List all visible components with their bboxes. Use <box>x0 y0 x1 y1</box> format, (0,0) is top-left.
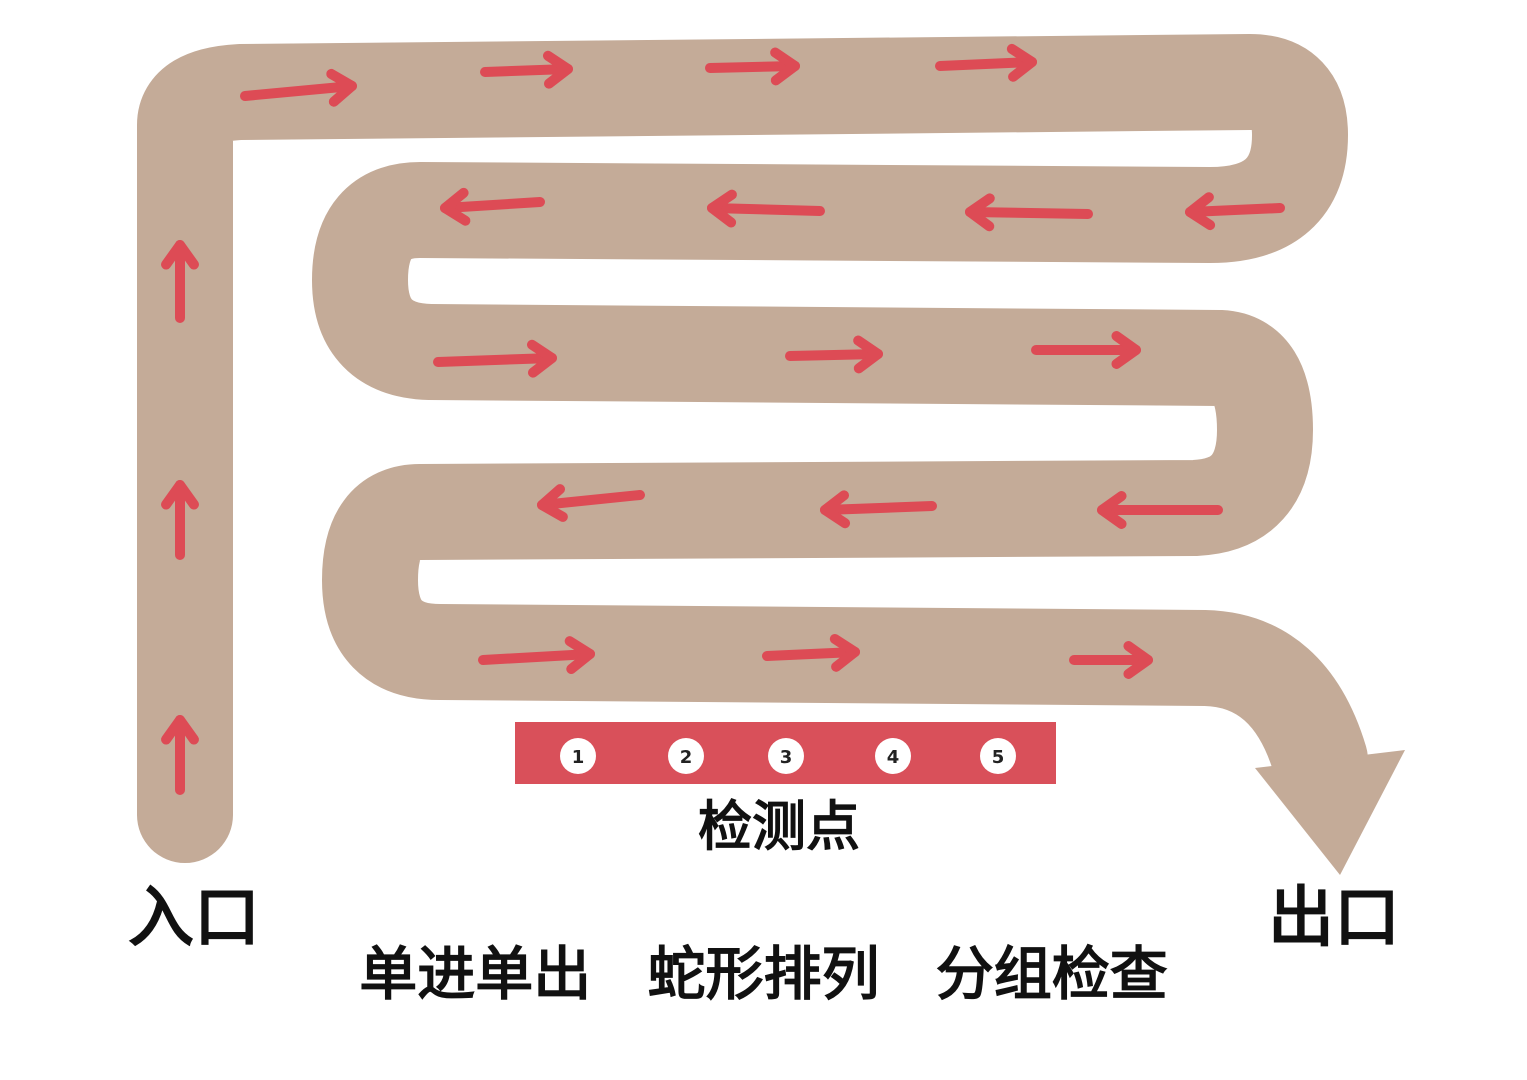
direction-arrow <box>440 187 545 226</box>
direction-arrow <box>240 68 357 107</box>
checkpoint-marker-3: 3 <box>768 738 804 774</box>
checkpoint-number: 1 <box>572 747 585 768</box>
checkpoint-circle <box>768 738 804 774</box>
direction-arrow <box>785 335 883 374</box>
direction-arrow <box>762 633 860 672</box>
checkpoint-circle <box>875 738 911 774</box>
direction-arrow <box>480 50 573 89</box>
direction-arrow <box>161 715 199 795</box>
direction-arrow <box>705 47 800 86</box>
entrance-label: 入口 <box>128 879 260 956</box>
checkpoint-number: 4 <box>887 747 900 768</box>
checkpoint-marker-2: 2 <box>668 738 704 774</box>
checkpoint-marker-5: 5 <box>980 738 1016 774</box>
checkpoint-marker-1: 1 <box>560 738 596 774</box>
direction-arrows <box>161 43 1285 795</box>
checkpoint-circle <box>668 738 704 774</box>
direction-arrow <box>161 240 199 323</box>
slogan: 单进单出 蛇形排列 分组检查 <box>0 945 1527 1003</box>
queue-path <box>137 34 1368 863</box>
checkpoint-number: 5 <box>992 747 1005 768</box>
checkpoint-markers: 1 2 3 4 5 <box>560 738 1016 774</box>
direction-arrow <box>707 189 825 228</box>
direction-arrow <box>1097 491 1223 529</box>
direction-arrow <box>478 636 595 675</box>
slogan-phrase-2: 蛇形排列 <box>647 940 880 1008</box>
checkpoint-number: 3 <box>780 747 793 768</box>
direction-arrow <box>1069 641 1153 679</box>
direction-arrow <box>537 484 645 522</box>
direction-arrow <box>161 480 199 560</box>
slogan-phrase-3: 分组检查 <box>935 940 1168 1008</box>
direction-arrow <box>433 339 557 378</box>
direction-arrow <box>965 193 1093 232</box>
checkpoint-number: 2 <box>680 747 693 768</box>
checkpoint-marker-4: 4 <box>875 738 911 774</box>
exit-label: 出口 <box>1268 879 1400 956</box>
direction-arrow <box>935 43 1037 82</box>
direction-arrow <box>820 490 937 529</box>
checkpoint-circle <box>980 738 1016 774</box>
checkpoint-title: 检测点 <box>698 795 860 858</box>
direction-arrow <box>1185 192 1285 231</box>
checkpoint-circle <box>560 738 596 774</box>
exit-arrowhead <box>1255 750 1405 875</box>
direction-arrow <box>1031 331 1141 369</box>
slogan-phrase-1: 单进单出 <box>359 940 592 1008</box>
